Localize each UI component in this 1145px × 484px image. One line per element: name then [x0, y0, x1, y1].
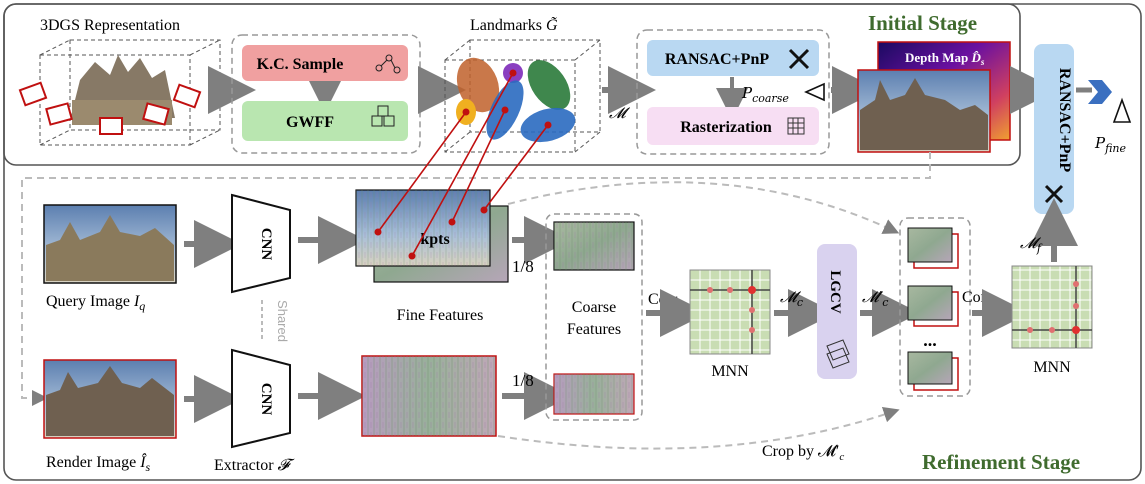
- m-label-initial: 𝓜: [609, 104, 631, 122]
- camera-frustum-icons: [18, 81, 202, 135]
- volume-icon: [826, 339, 850, 369]
- grid-icon: [787, 117, 805, 135]
- landmarks-label: Landmarks G̃: [470, 16, 558, 34]
- rasterization-label: Rasterization: [680, 119, 772, 136]
- rasterization-box: [647, 107, 819, 145]
- depth-map-label: Depth Map D̂s: [905, 50, 985, 67]
- fine-features-label: Fine Features: [397, 307, 484, 324]
- p-fine-label: Pfine: [1094, 134, 1127, 155]
- tools-icon: [788, 48, 810, 70]
- extractor-label: Extractor 𝓕: [214, 457, 296, 474]
- kc-sample-label: K.C. Sample: [257, 56, 344, 73]
- crop-by-label: Crop by 𝓜′c: [762, 443, 844, 463]
- cnn-bottom: [231, 348, 291, 449]
- render-feedback-path: [21, 152, 931, 406]
- m-prime-c-label: 𝓜′c: [862, 288, 888, 309]
- ransac-pnp-label: RANSAC+PnP: [665, 51, 769, 68]
- kpts-label: kpts: [420, 231, 449, 248]
- scale-bottom-label: 1/8: [512, 371, 534, 390]
- landmark-keypoint-matches: [374, 69, 552, 260]
- render-image-label: Render Image Îs: [46, 452, 151, 474]
- cropped-patch-2: [907, 285, 959, 327]
- refinement-stage-title: Refinement Stage: [922, 450, 1080, 474]
- representation-label: 3DGS Representation: [40, 17, 180, 34]
- output-chevron-icon: [1088, 80, 1112, 104]
- cropped-patch-1: [907, 227, 959, 269]
- cnn-top: [231, 193, 291, 294]
- cnn-bottom-label: CNN: [258, 383, 274, 416]
- lgcv-label: LGCV: [827, 270, 843, 314]
- render-fine-feature-tex: [362, 356, 496, 436]
- coarse-features-group: [545, 213, 643, 421]
- coarse-features-label-2: Features: [567, 321, 621, 338]
- p-coarse-label: Pcoarse: [741, 84, 789, 105]
- m-f-label: 𝓜f: [1020, 234, 1043, 255]
- mnn-left-matrix: [689, 269, 771, 355]
- scale-top-label: 1/8: [512, 257, 534, 276]
- mnn-left-label: MNN: [711, 363, 749, 380]
- fine-feature-front-tex: [356, 190, 490, 266]
- cnn-top-label: CNN: [258, 228, 274, 261]
- graph-icon: [375, 54, 401, 74]
- render-image: [43, 359, 177, 439]
- rendered-image-initial: [857, 69, 991, 153]
- lgcv-box: [817, 244, 857, 379]
- camera-icon-fine: [1112, 97, 1132, 123]
- landmarks-cube: [444, 39, 601, 153]
- coarse-features-label-1: Coarse: [572, 299, 616, 316]
- ransac-pnp-box: [647, 40, 819, 76]
- mnn-right-matrix: [1011, 265, 1093, 349]
- cropped-patch-3: [907, 351, 959, 391]
- ransac-pnp-final-label: RANSAC+PnP: [1056, 68, 1073, 172]
- ransac-pnp-final-box: [1034, 44, 1074, 214]
- initial-stage-title: Initial Stage: [868, 11, 977, 35]
- kc-sample-box: [242, 45, 408, 81]
- crop-arc-bottom: [497, 406, 900, 450]
- query-image: [43, 204, 177, 284]
- gwff-label: GWFF: [286, 114, 334, 131]
- crop-arc-top: [507, 181, 900, 234]
- camera-icon-coarse: [804, 82, 825, 102]
- ransac-raster-group: [636, 29, 830, 155]
- cubes-icon: [371, 105, 395, 127]
- query-image-label: Query Image Iq: [46, 293, 145, 313]
- m-c-label: 𝓜c: [780, 288, 803, 309]
- corr-left-label: Corr.: [648, 291, 680, 308]
- outer-frame: [3, 3, 1142, 481]
- corr-right-label: Corr.: [962, 289, 994, 306]
- shared-label: Shared: [275, 300, 290, 342]
- coarse-feature-top-tex: [554, 222, 634, 270]
- coarse-feature-bottom-tex: [554, 374, 634, 414]
- patches-ellipsis: ...: [923, 330, 937, 350]
- mnn-right-label: MNN: [1033, 359, 1071, 376]
- gwff-box: [242, 101, 408, 141]
